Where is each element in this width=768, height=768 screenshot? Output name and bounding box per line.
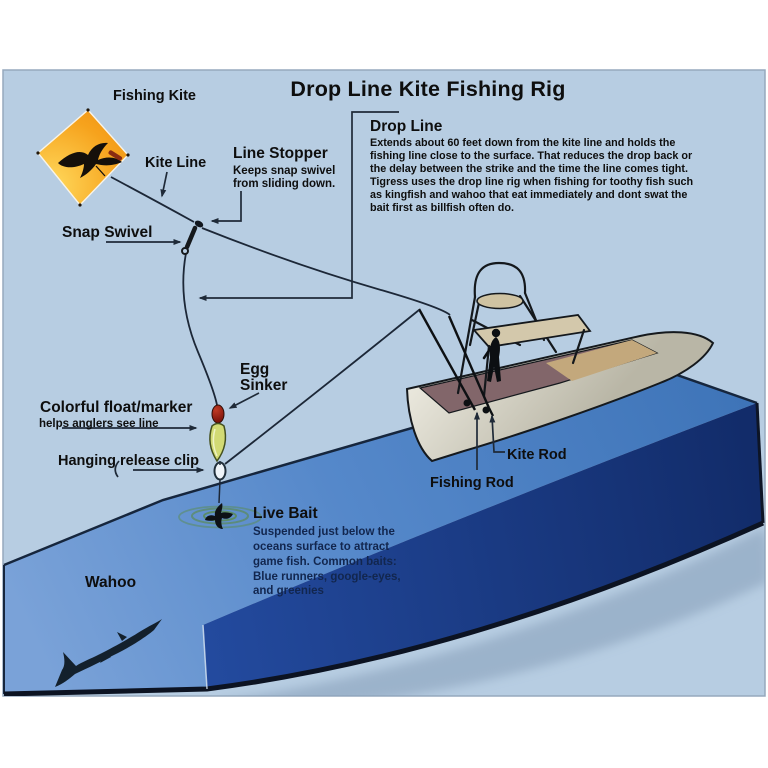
label-snap-swivel: Snap Swivel bbox=[62, 224, 152, 241]
fishing-line-path bbox=[224, 309, 420, 465]
live-bait-desc-4: Blue runners, google-eyes, bbox=[253, 571, 401, 583]
boat bbox=[405, 261, 715, 463]
label-release-clip: Hanging release clip bbox=[58, 453, 199, 469]
fishing-rod-graphic bbox=[417, 308, 477, 411]
live-bait-desc-2: oceans surface to attract bbox=[253, 541, 389, 553]
bracket-drop-line bbox=[198, 111, 399, 301]
arrow-egg-sinker bbox=[228, 392, 260, 409]
kite-corner-dot bbox=[86, 108, 90, 112]
label-kite-line: Kite Line bbox=[145, 155, 206, 171]
float-marker-graphic bbox=[209, 422, 227, 463]
kite-line-to-boat-path bbox=[201, 227, 451, 316]
water-corner-highlight bbox=[202, 624, 208, 690]
line-stopper-graphic bbox=[194, 220, 204, 228]
live-bait-desc-1: Suspended just below the bbox=[253, 526, 395, 538]
kite-corner-dot bbox=[36, 151, 40, 155]
kite-corner-dot bbox=[78, 203, 82, 207]
line-stopper-desc-1: Keeps snap swivel bbox=[233, 165, 335, 177]
kite-rod-graphic bbox=[447, 315, 495, 417]
drop-line-desc-2: fishing line close to the surface. That … bbox=[370, 150, 693, 162]
page-title: Drop Line Kite Fishing Rig bbox=[290, 77, 565, 101]
label-line-stopper: Line Stopper bbox=[233, 145, 328, 162]
arrow-line-stopper bbox=[210, 191, 242, 224]
drop-line-path bbox=[182, 252, 218, 406]
arrow-kite-line bbox=[160, 171, 168, 198]
kite-corner-dot bbox=[126, 153, 130, 157]
label-wahoo: Wahoo bbox=[85, 574, 136, 591]
drop-line-desc-3: the delay between the strike and the tim… bbox=[370, 163, 688, 175]
boat-hull bbox=[405, 331, 715, 463]
kite-line-path bbox=[110, 176, 195, 223]
label-kite-rod: Kite Rod bbox=[507, 447, 567, 463]
boat-hardtop bbox=[472, 314, 592, 348]
tower-seat bbox=[476, 292, 524, 310]
live-bait-graphic bbox=[205, 503, 233, 529]
waterline-edge bbox=[3, 360, 758, 567]
label-fishing-rod: Fishing Rod bbox=[430, 475, 514, 491]
label-float-marker: Colorful float/marker bbox=[40, 399, 192, 416]
live-bait-desc-3: game fish. Common baits: bbox=[253, 556, 397, 568]
water-shadow bbox=[252, 528, 765, 696]
arrow-kite-rod bbox=[489, 414, 505, 453]
float-marker-subtext: helps anglers see line bbox=[39, 418, 159, 430]
wahoo-fish-icon bbox=[55, 619, 162, 687]
water-right-edge bbox=[755, 402, 765, 524]
drop-line-desc-5: as kingfish and wahoo that eat immediate… bbox=[370, 189, 687, 201]
egg-sinker-graphic bbox=[211, 404, 225, 424]
water-front-face bbox=[203, 403, 763, 689]
label-drop-line: Drop Line bbox=[370, 118, 443, 135]
water bbox=[3, 360, 765, 696]
label-egg: Egg bbox=[240, 361, 269, 378]
line-stopper-desc-2: from sliding down. bbox=[233, 178, 335, 190]
hardtop-post-front bbox=[571, 328, 586, 365]
water-surface bbox=[4, 362, 757, 694]
drop-line-desc-4: Tigress uses the drop line rig when fish… bbox=[370, 176, 693, 188]
label-fishing-kite: Fishing Kite bbox=[113, 88, 196, 104]
live-bait-desc-5: and greenies bbox=[253, 585, 324, 597]
boat-bow-deck bbox=[546, 340, 657, 381]
water-bottom-edge bbox=[3, 520, 765, 696]
kite-tail-tag bbox=[108, 150, 123, 161]
bird-tail bbox=[95, 165, 106, 177]
clip-hook-glyph bbox=[114, 460, 120, 478]
fishing-kite-graphic bbox=[36, 108, 130, 207]
label-live-bait: Live Bait bbox=[253, 505, 318, 522]
kite-bird-icon bbox=[58, 142, 122, 178]
drop-line-desc-1: Extends about 60 feet down from the kite… bbox=[370, 137, 675, 149]
drop-line-desc-6: bait first as billfish often do. bbox=[370, 202, 514, 214]
release-clip-graphic bbox=[213, 461, 227, 481]
label-sinker: Sinker bbox=[240, 377, 287, 394]
bait-leader-line bbox=[218, 479, 221, 504]
snap-swivel-graphic bbox=[181, 225, 198, 255]
angler-silhouette bbox=[482, 328, 501, 382]
hardtop-post bbox=[482, 344, 491, 398]
